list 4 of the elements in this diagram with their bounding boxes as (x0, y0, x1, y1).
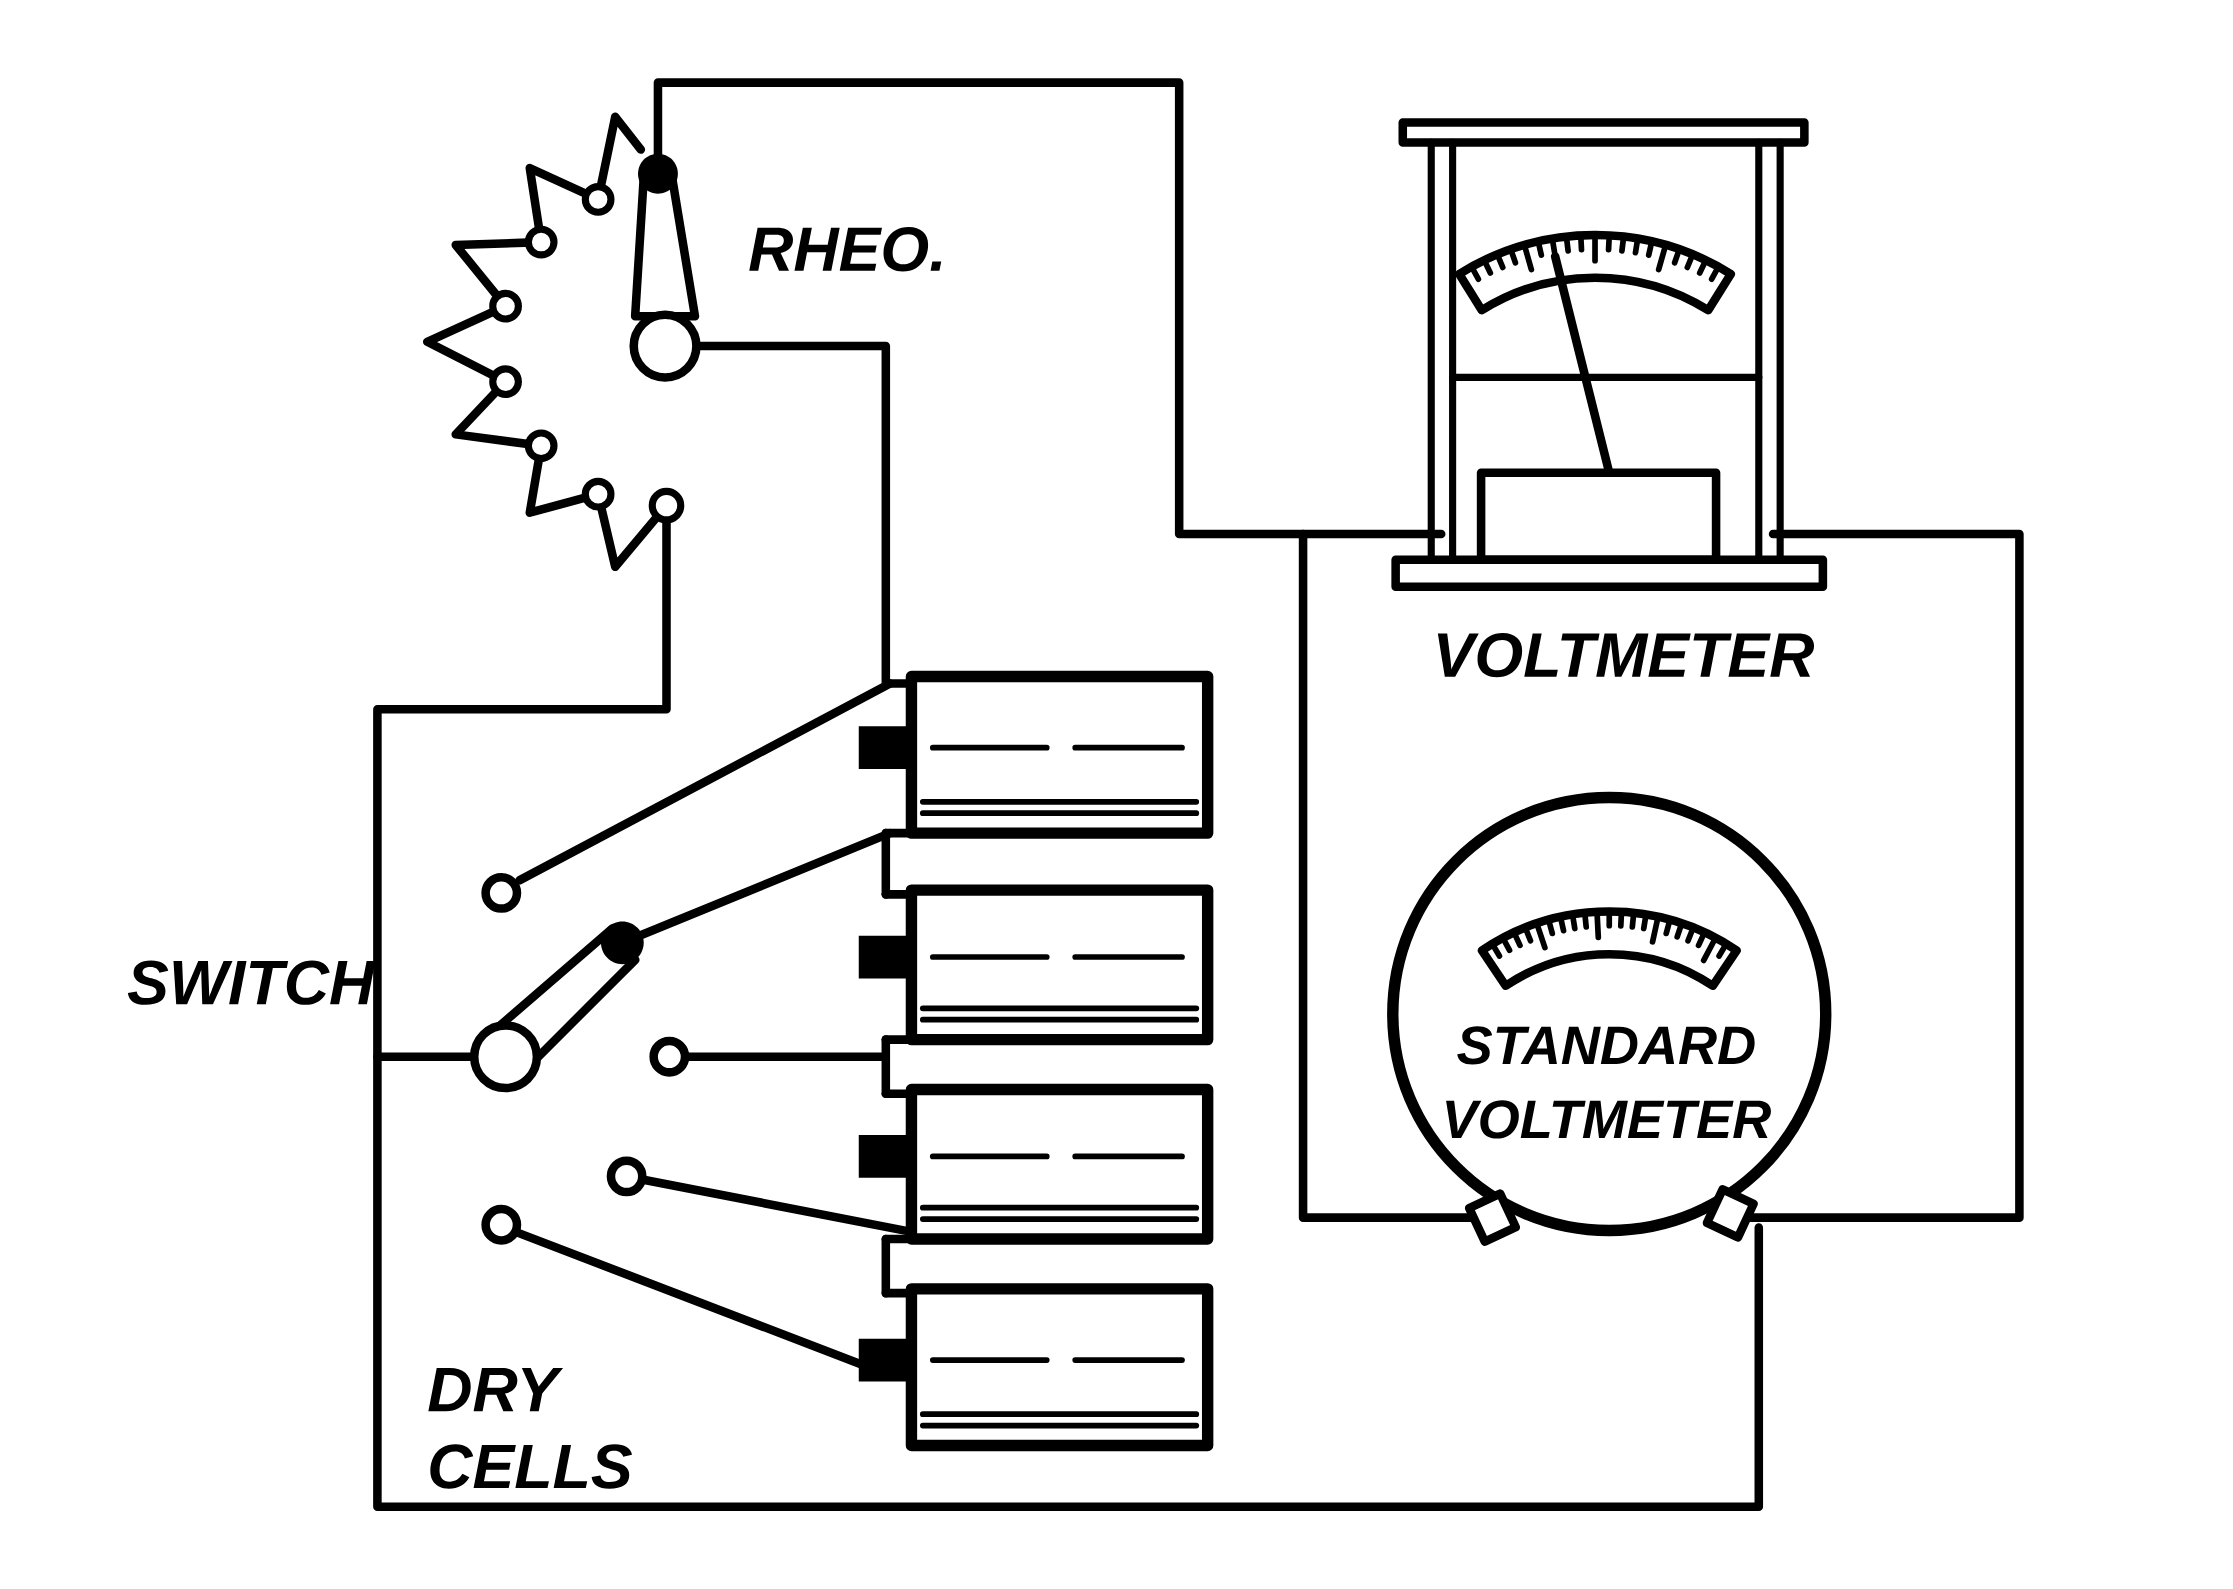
label: RHEO. (749, 226, 942, 272)
label: STANDARD VOLTMETER (1446, 1026, 1771, 1139)
label: DRY CELLS (428, 1367, 632, 1489)
label: VOLTMETER (1437, 632, 1815, 678)
